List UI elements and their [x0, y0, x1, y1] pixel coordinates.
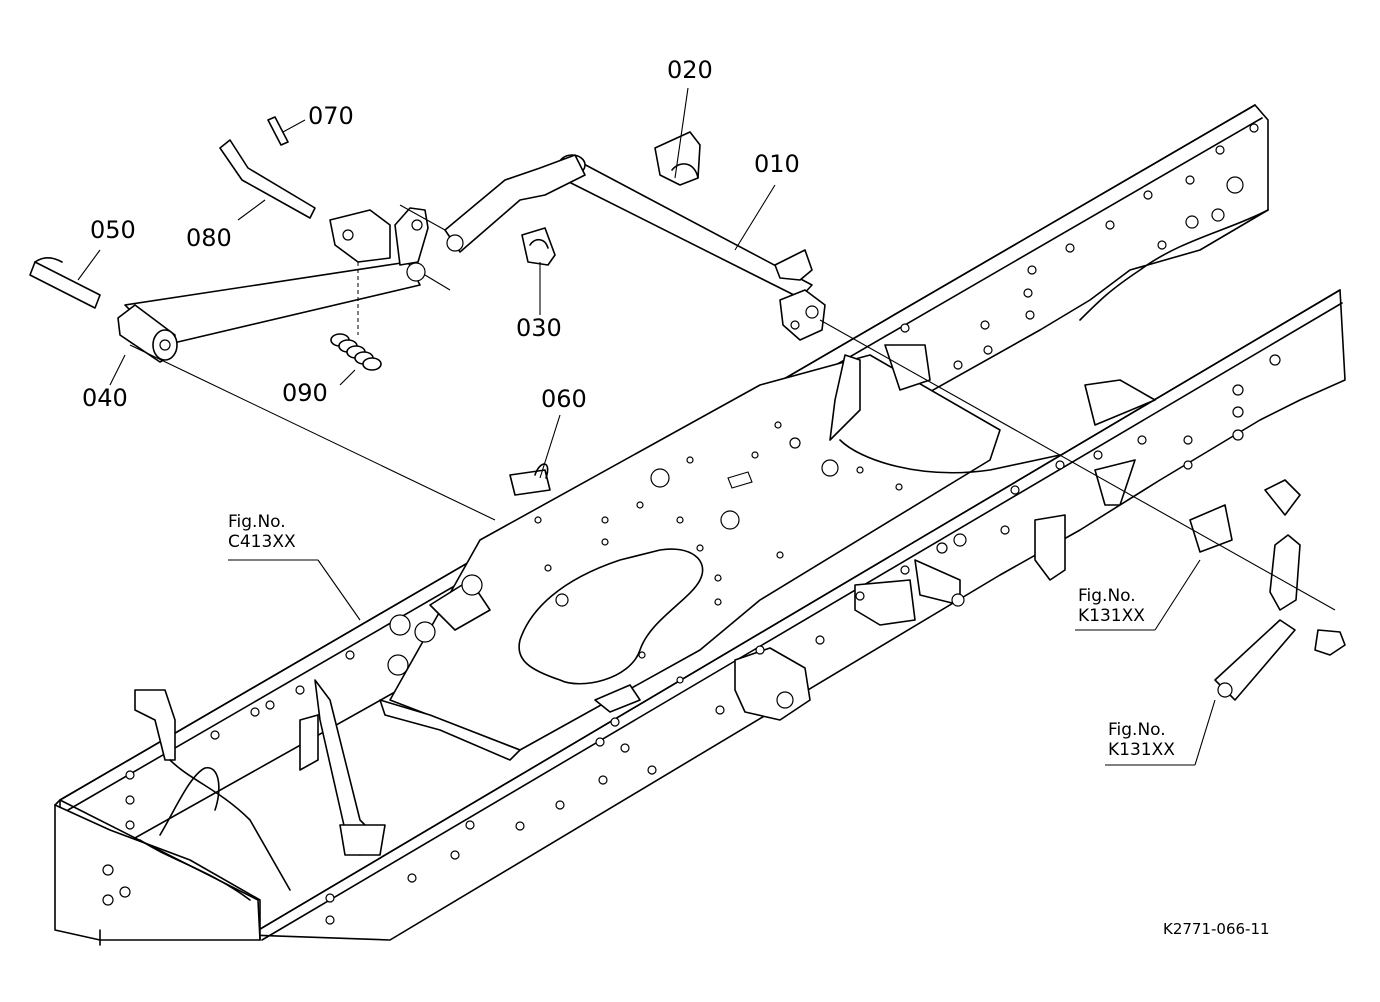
part-label-030: 030 [516, 314, 562, 342]
part-060-clip [509, 463, 551, 496]
part-label-080: 080 [186, 224, 232, 252]
drawing-code: K2771-066-11 [1163, 920, 1270, 938]
figure-ref-c413xx: Fig.No. C413XX [228, 512, 296, 552]
figure-ref-k131xx-lower: Fig.No. K131XX [1108, 720, 1175, 760]
pivot-bracket [329, 207, 429, 266]
part-label-050: 050 [90, 216, 136, 244]
part-label-020: 020 [667, 56, 713, 84]
right-lever-assembly [1189, 479, 1346, 701]
part-070-spring-pin [267, 116, 289, 146]
figure-ref-prefix: Fig.No. [1108, 720, 1166, 740]
part-label-060: 060 [541, 385, 587, 413]
part-080-pin [219, 139, 316, 219]
part-050-pin [29, 257, 101, 309]
part-030-bushing [521, 227, 556, 266]
figure-ref-code: K131XX [1108, 740, 1175, 760]
part-090-spring [330, 333, 382, 371]
figure-ref-k131xx-upper: Fig.No. K131XX [1078, 586, 1145, 626]
part-label-010: 010 [754, 150, 800, 178]
part-label-090: 090 [282, 379, 328, 407]
part-040-rod [117, 261, 426, 363]
figure-ref-prefix: Fig.No. [1078, 586, 1136, 606]
figure-ref-code: C413XX [228, 532, 296, 552]
figure-ref-prefix: Fig.No. [228, 512, 286, 532]
frame-assembly [54, 104, 1346, 946]
part-label-070: 070 [308, 102, 354, 130]
part-010-cross-shaft [444, 154, 826, 341]
part-label-040: 040 [82, 384, 128, 412]
leader-lines [77, 87, 1336, 766]
figure-ref-code: K131XX [1078, 606, 1145, 626]
